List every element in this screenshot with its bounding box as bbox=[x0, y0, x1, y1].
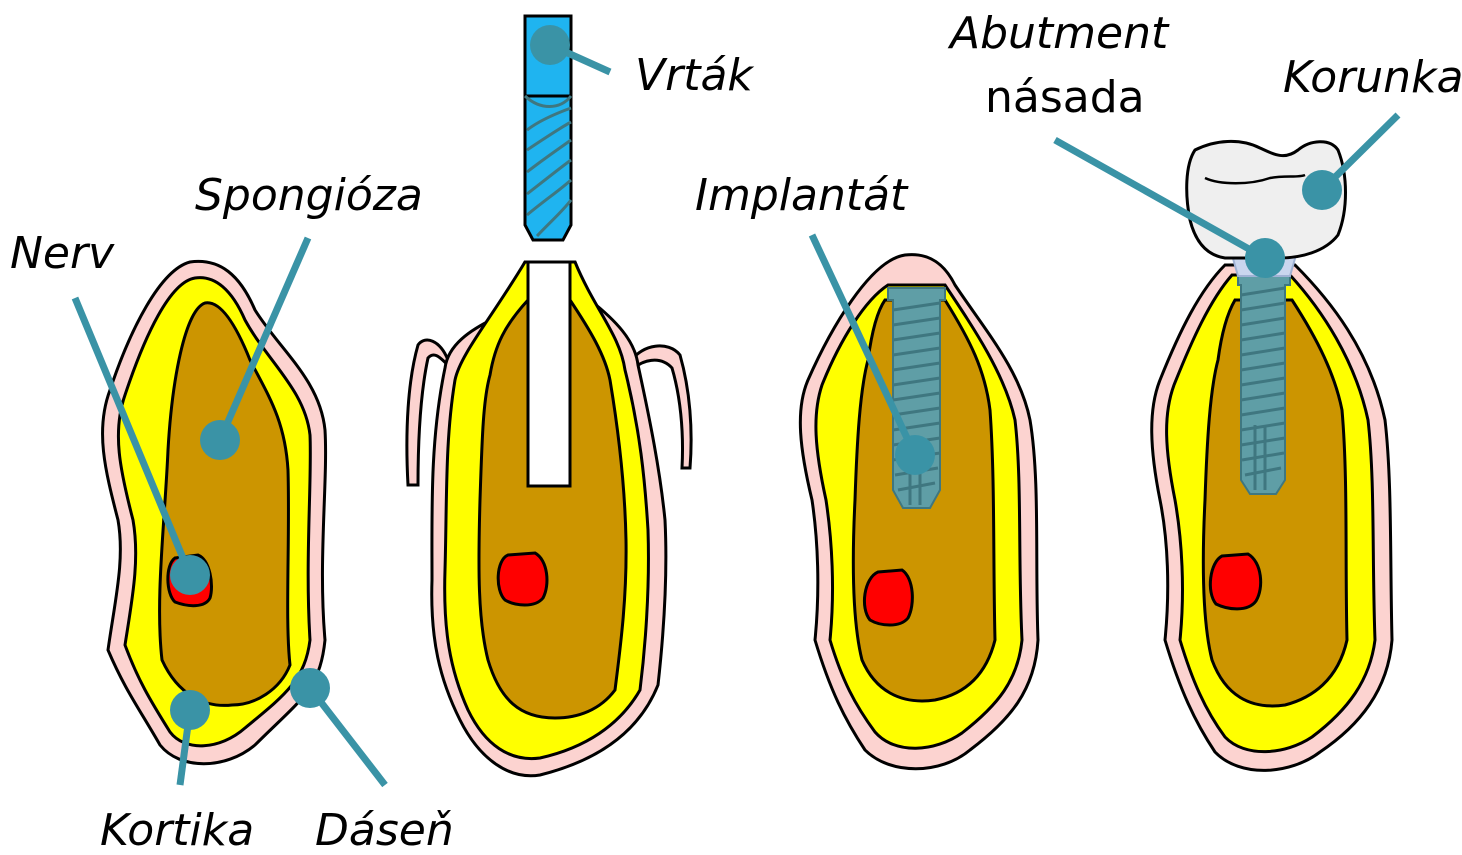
leader-dot-korunka bbox=[1302, 170, 1342, 210]
label-nasada: násada bbox=[985, 72, 1145, 123]
leader-dot-abutment bbox=[1245, 238, 1285, 278]
label-kortika: Kortika bbox=[100, 805, 254, 855]
label-dasen: Dáseň bbox=[315, 805, 454, 855]
drill-hole bbox=[528, 262, 570, 486]
label-abutment: Abutment bbox=[947, 8, 1170, 59]
label-nerv: Nerv bbox=[10, 228, 115, 279]
label-korunka: Korunka bbox=[1283, 52, 1462, 103]
nerve-canal-4 bbox=[1210, 554, 1260, 609]
implant-screw-4 bbox=[1238, 275, 1290, 494]
leader-dot-vrtak bbox=[530, 25, 570, 65]
stage-4-crown bbox=[1152, 141, 1392, 770]
leader-dot-nerv bbox=[170, 555, 210, 595]
label-vrtak: Vrták bbox=[635, 50, 754, 101]
label-implantat: Implantát bbox=[695, 170, 909, 221]
implant-screw-3 bbox=[888, 288, 945, 508]
stage-3-implant bbox=[800, 255, 1038, 769]
leader-dot-implantat bbox=[895, 435, 935, 475]
leader-dot-kortika bbox=[170, 690, 210, 730]
stage-2-drilling bbox=[407, 16, 691, 776]
leader-dot-spongioza bbox=[200, 420, 240, 460]
leader-dot-dasen bbox=[290, 668, 330, 708]
nerve-canal-2 bbox=[498, 553, 547, 605]
label-spongioza: Spongióza bbox=[195, 170, 423, 221]
nerve-canal-3 bbox=[864, 570, 912, 625]
